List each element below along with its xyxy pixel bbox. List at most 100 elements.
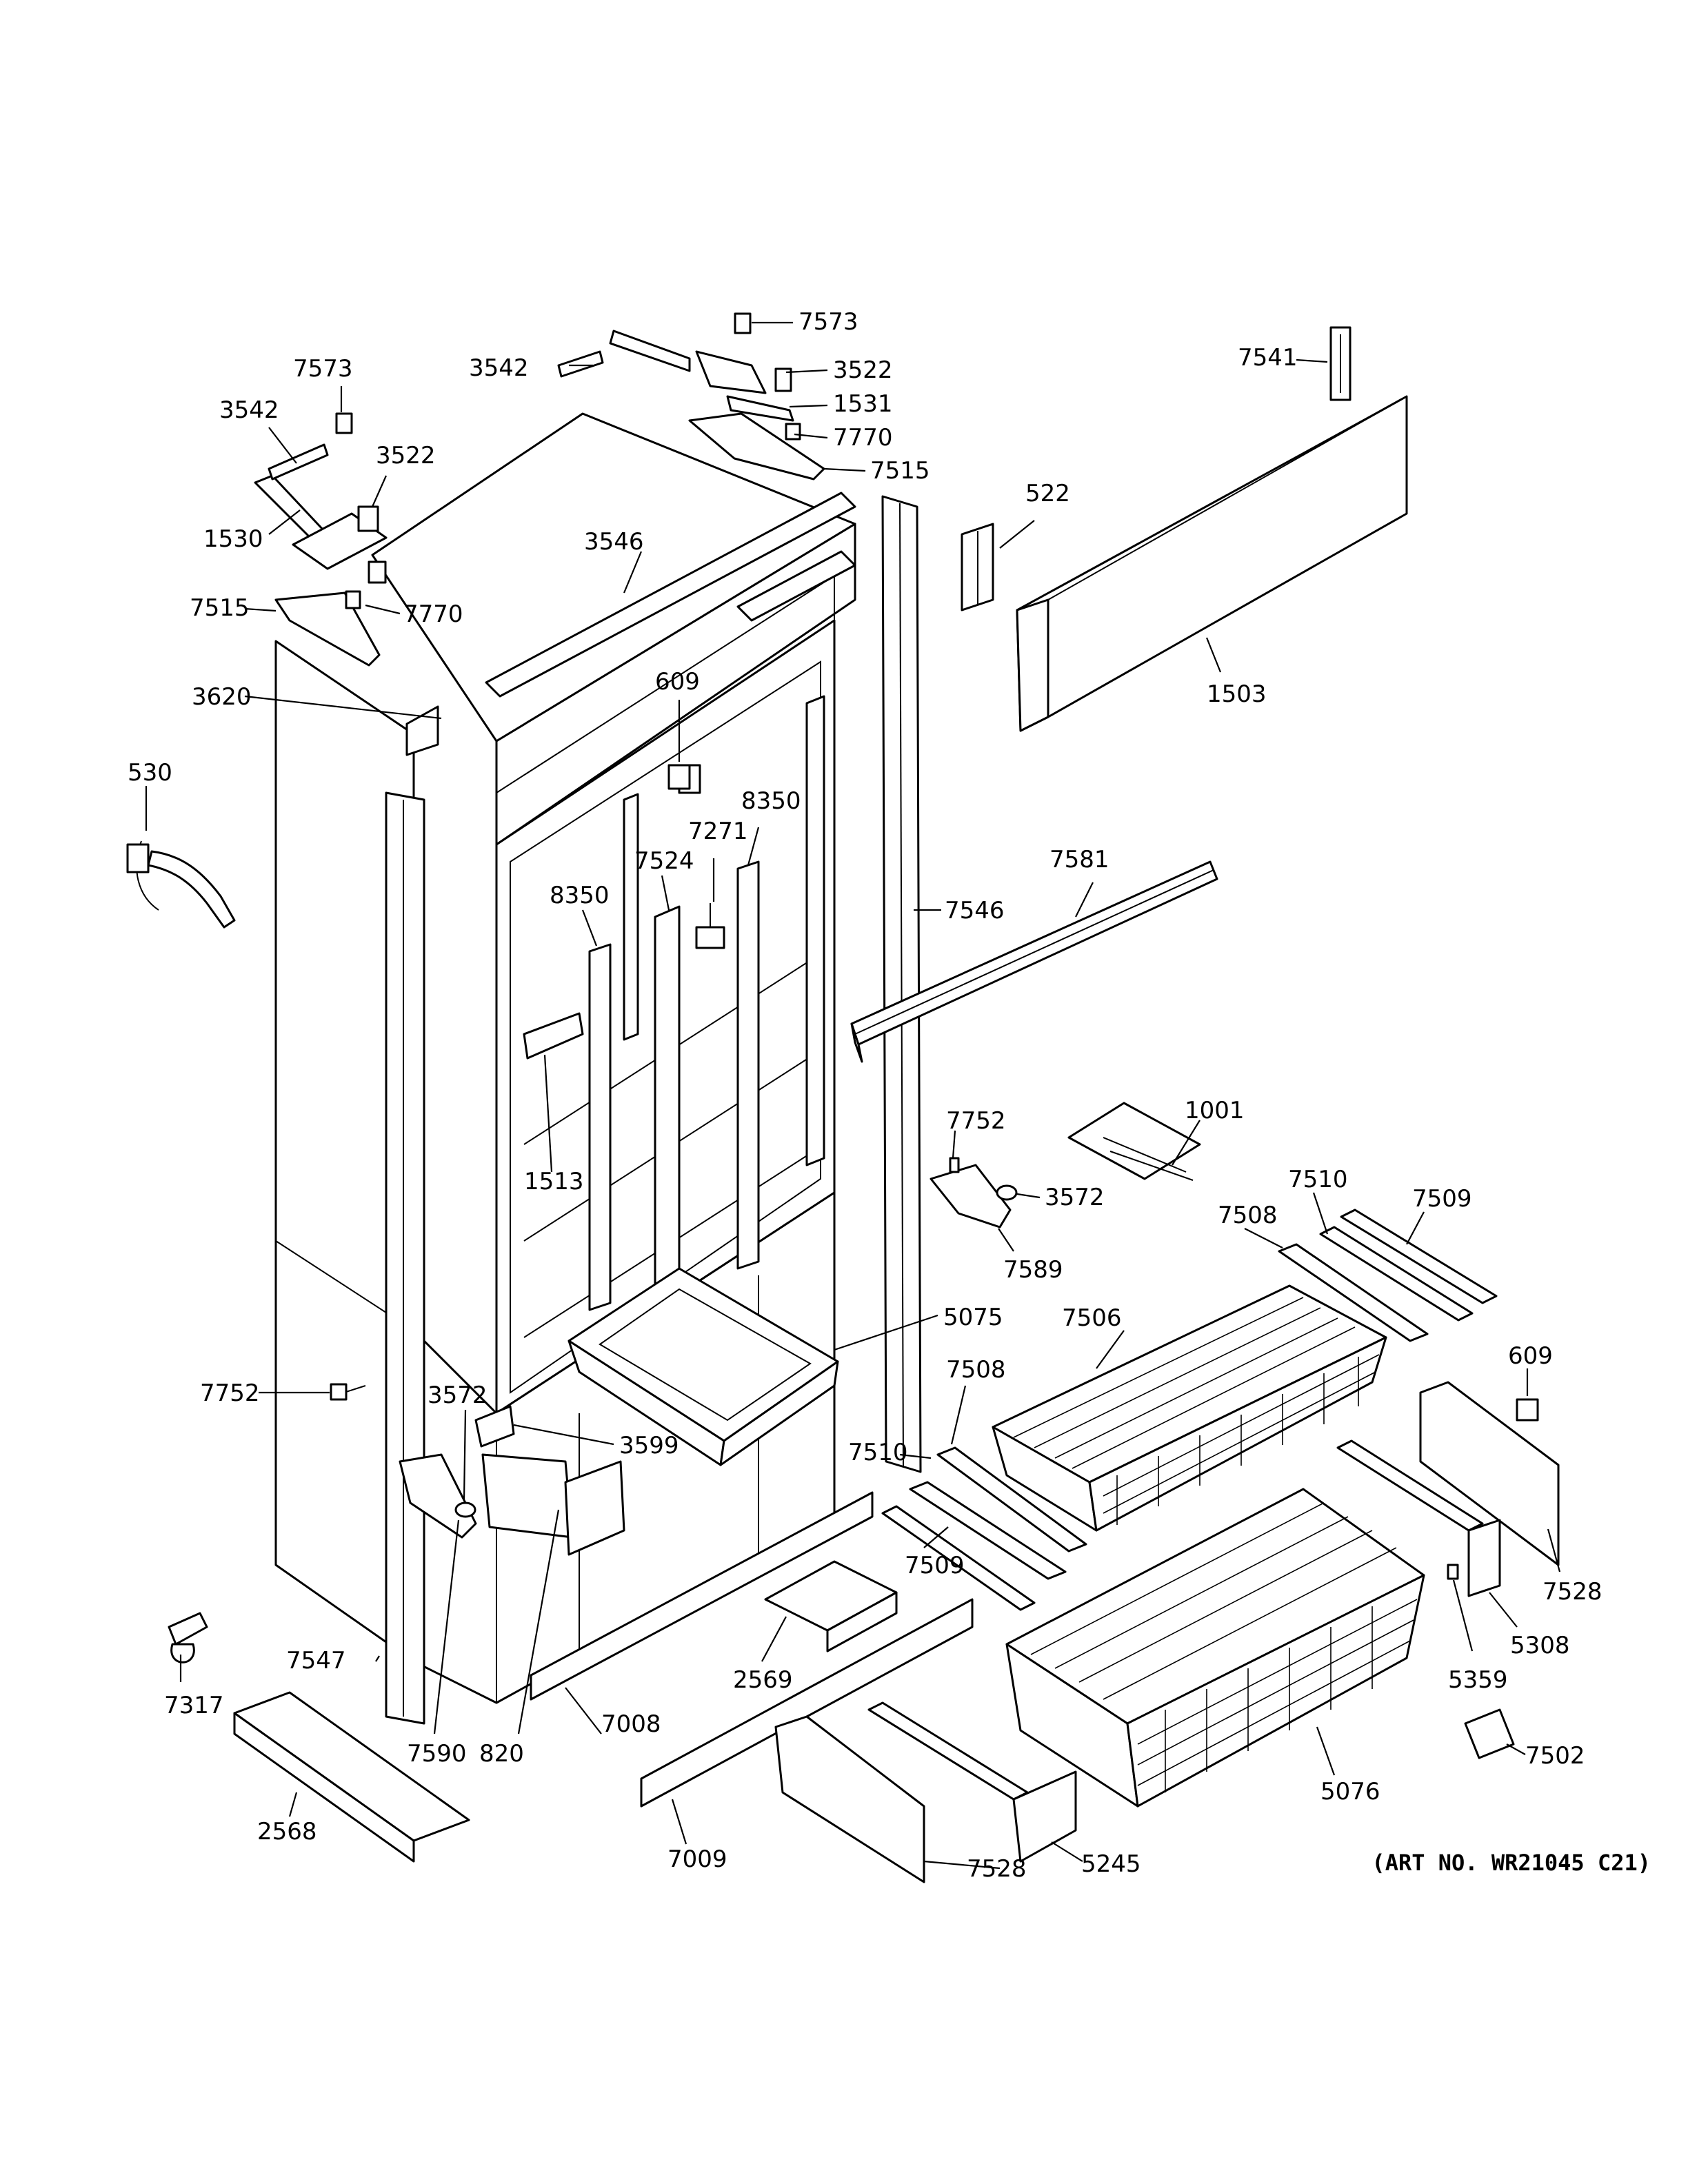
wire-basket-7506: [992, 1284, 1387, 1532]
spring-left: [268, 443, 329, 481]
callout-7502: 7502: [1525, 1742, 1585, 1770]
callout-7508-upper: 7508: [1218, 1202, 1278, 1229]
callout-8350-left: 8350: [550, 882, 610, 909]
callout-3546: 3546: [584, 528, 644, 556]
callout-3522-right: 3522: [833, 356, 893, 384]
callout-7317: 7317: [164, 1692, 224, 1719]
latch-7502: [1464, 1708, 1515, 1759]
callout-530: 530: [128, 759, 172, 787]
callout-7590: 7590: [407, 1740, 467, 1768]
cap-7573-right: [734, 312, 752, 334]
callout-7752-lower: 7752: [200, 1379, 260, 1407]
ice-maker-820: [481, 1453, 625, 1556]
callout-7547: 7547: [286, 1647, 346, 1675]
front-trim-right: [881, 495, 922, 1473]
callout-3542-right: 3542: [469, 354, 529, 382]
art-number: (ART NO. WR21045 C21): [1372, 1850, 1651, 1876]
clip-7317: [168, 1612, 208, 1664]
callout-7524: 7524: [634, 847, 694, 875]
callout-7515-left: 7515: [190, 594, 250, 622]
callout-522: 522: [1025, 480, 1070, 507]
callout-7770-left: 7770: [403, 600, 463, 628]
callout-2568: 2568: [257, 1818, 317, 1846]
cross-rail-7581: [850, 860, 1218, 1063]
storage-bin-5075: [567, 1267, 839, 1466]
callout-7573-left: 7573: [293, 355, 353, 383]
motor-housing-2569: [764, 1560, 898, 1652]
cap-7573-left: [335, 412, 353, 434]
panel-7528-upper: [1419, 1381, 1560, 1566]
callout-3572-upper: 3572: [1045, 1184, 1105, 1211]
callout-7509-upper: 7509: [1412, 1185, 1472, 1213]
callout-7506: 7506: [1062, 1304, 1122, 1332]
kick-plate-7009: [640, 1598, 974, 1808]
drawer-front-panel: [1016, 395, 1408, 732]
callout-7752-upper: 7752: [946, 1107, 1006, 1135]
hinge-left: [254, 474, 388, 584]
callout-7509-lower: 7509: [905, 1552, 965, 1579]
callout-7510-upper: 7510: [1288, 1166, 1348, 1193]
hinge-plate-right: [688, 412, 825, 481]
washer-3572: [996, 1184, 1018, 1201]
pin-5359: [1447, 1564, 1459, 1580]
bracket-5308: [1336, 1439, 1501, 1597]
screw-7752-lower: [330, 1383, 366, 1401]
callout-1001: 1001: [1185, 1097, 1245, 1124]
wire-basket-5076: [1005, 1488, 1425, 1808]
spring-right: [557, 350, 604, 378]
callout-5076: 5076: [1320, 1778, 1380, 1806]
callout-7581: 7581: [1049, 846, 1109, 873]
clip-3599: [474, 1405, 515, 1448]
callout-5308: 5308: [1510, 1632, 1570, 1659]
callout-7271: 7271: [688, 818, 748, 845]
callout-3522-left: 3522: [376, 442, 436, 469]
screw-7752: [949, 1157, 960, 1173]
callout-8350-right: 8350: [741, 787, 801, 815]
hinge-plate-left: [274, 590, 381, 667]
switch-609-top: [667, 764, 691, 790]
callout-7528-upper: 7528: [1543, 1578, 1602, 1606]
handle-bracket-7541: [1329, 326, 1352, 401]
callout-820: 820: [479, 1740, 524, 1768]
callout-7528-lower: 7528: [967, 1855, 1027, 1883]
callout-5245: 5245: [1081, 1850, 1141, 1878]
front-trim-left: [385, 791, 425, 1725]
callout-labels: 7573 3542 3522 1531 7770 7515 7541 7573 …: [128, 308, 1602, 1883]
kick-plate-7008: [530, 1491, 874, 1701]
callout-1530: 1530: [203, 525, 263, 553]
callout-7008: 7008: [601, 1710, 661, 1738]
bracket-1001: [1067, 1102, 1201, 1181]
callout-7009: 7009: [667, 1846, 727, 1873]
leader-lines: [145, 321, 1561, 1870]
callout-3542-left: 3542: [219, 396, 279, 424]
callout-7770-right: 7770: [833, 424, 893, 452]
screw-7271: [695, 903, 725, 949]
callout-7573-right: 7573: [798, 308, 858, 336]
callout-7546: 7546: [945, 897, 1005, 924]
washer-3572-lower: [454, 1502, 476, 1518]
hinge-7590: [399, 1453, 477, 1539]
callout-7541: 7541: [1238, 344, 1298, 372]
callout-3620: 3620: [192, 683, 252, 711]
bracket-522: [961, 523, 994, 611]
callout-1513: 1513: [524, 1168, 584, 1195]
panel-7528-lower: [774, 1715, 925, 1883]
callout-7510-lower: 7510: [848, 1439, 908, 1466]
callout-609-top: 609: [655, 668, 700, 696]
switch-609-lower: [1516, 1398, 1539, 1422]
callout-7508-lower: 7508: [946, 1356, 1006, 1384]
module-2568: [233, 1691, 470, 1863]
callout-1503: 1503: [1207, 680, 1267, 708]
hinge-right: [609, 330, 794, 422]
callout-1531: 1531: [833, 390, 893, 418]
callout-5075: 5075: [943, 1304, 1003, 1331]
callout-3572-lower: 3572: [428, 1382, 488, 1409]
hinge-plate-7589: [930, 1164, 1012, 1228]
power-cord: [126, 840, 236, 929]
callout-3599: 3599: [619, 1432, 679, 1459]
slide-rails: [881, 1209, 1498, 1611]
bracket-3620: [405, 705, 439, 756]
callout-2569: 2569: [733, 1666, 793, 1694]
bracket-5245: [867, 1701, 1077, 1863]
